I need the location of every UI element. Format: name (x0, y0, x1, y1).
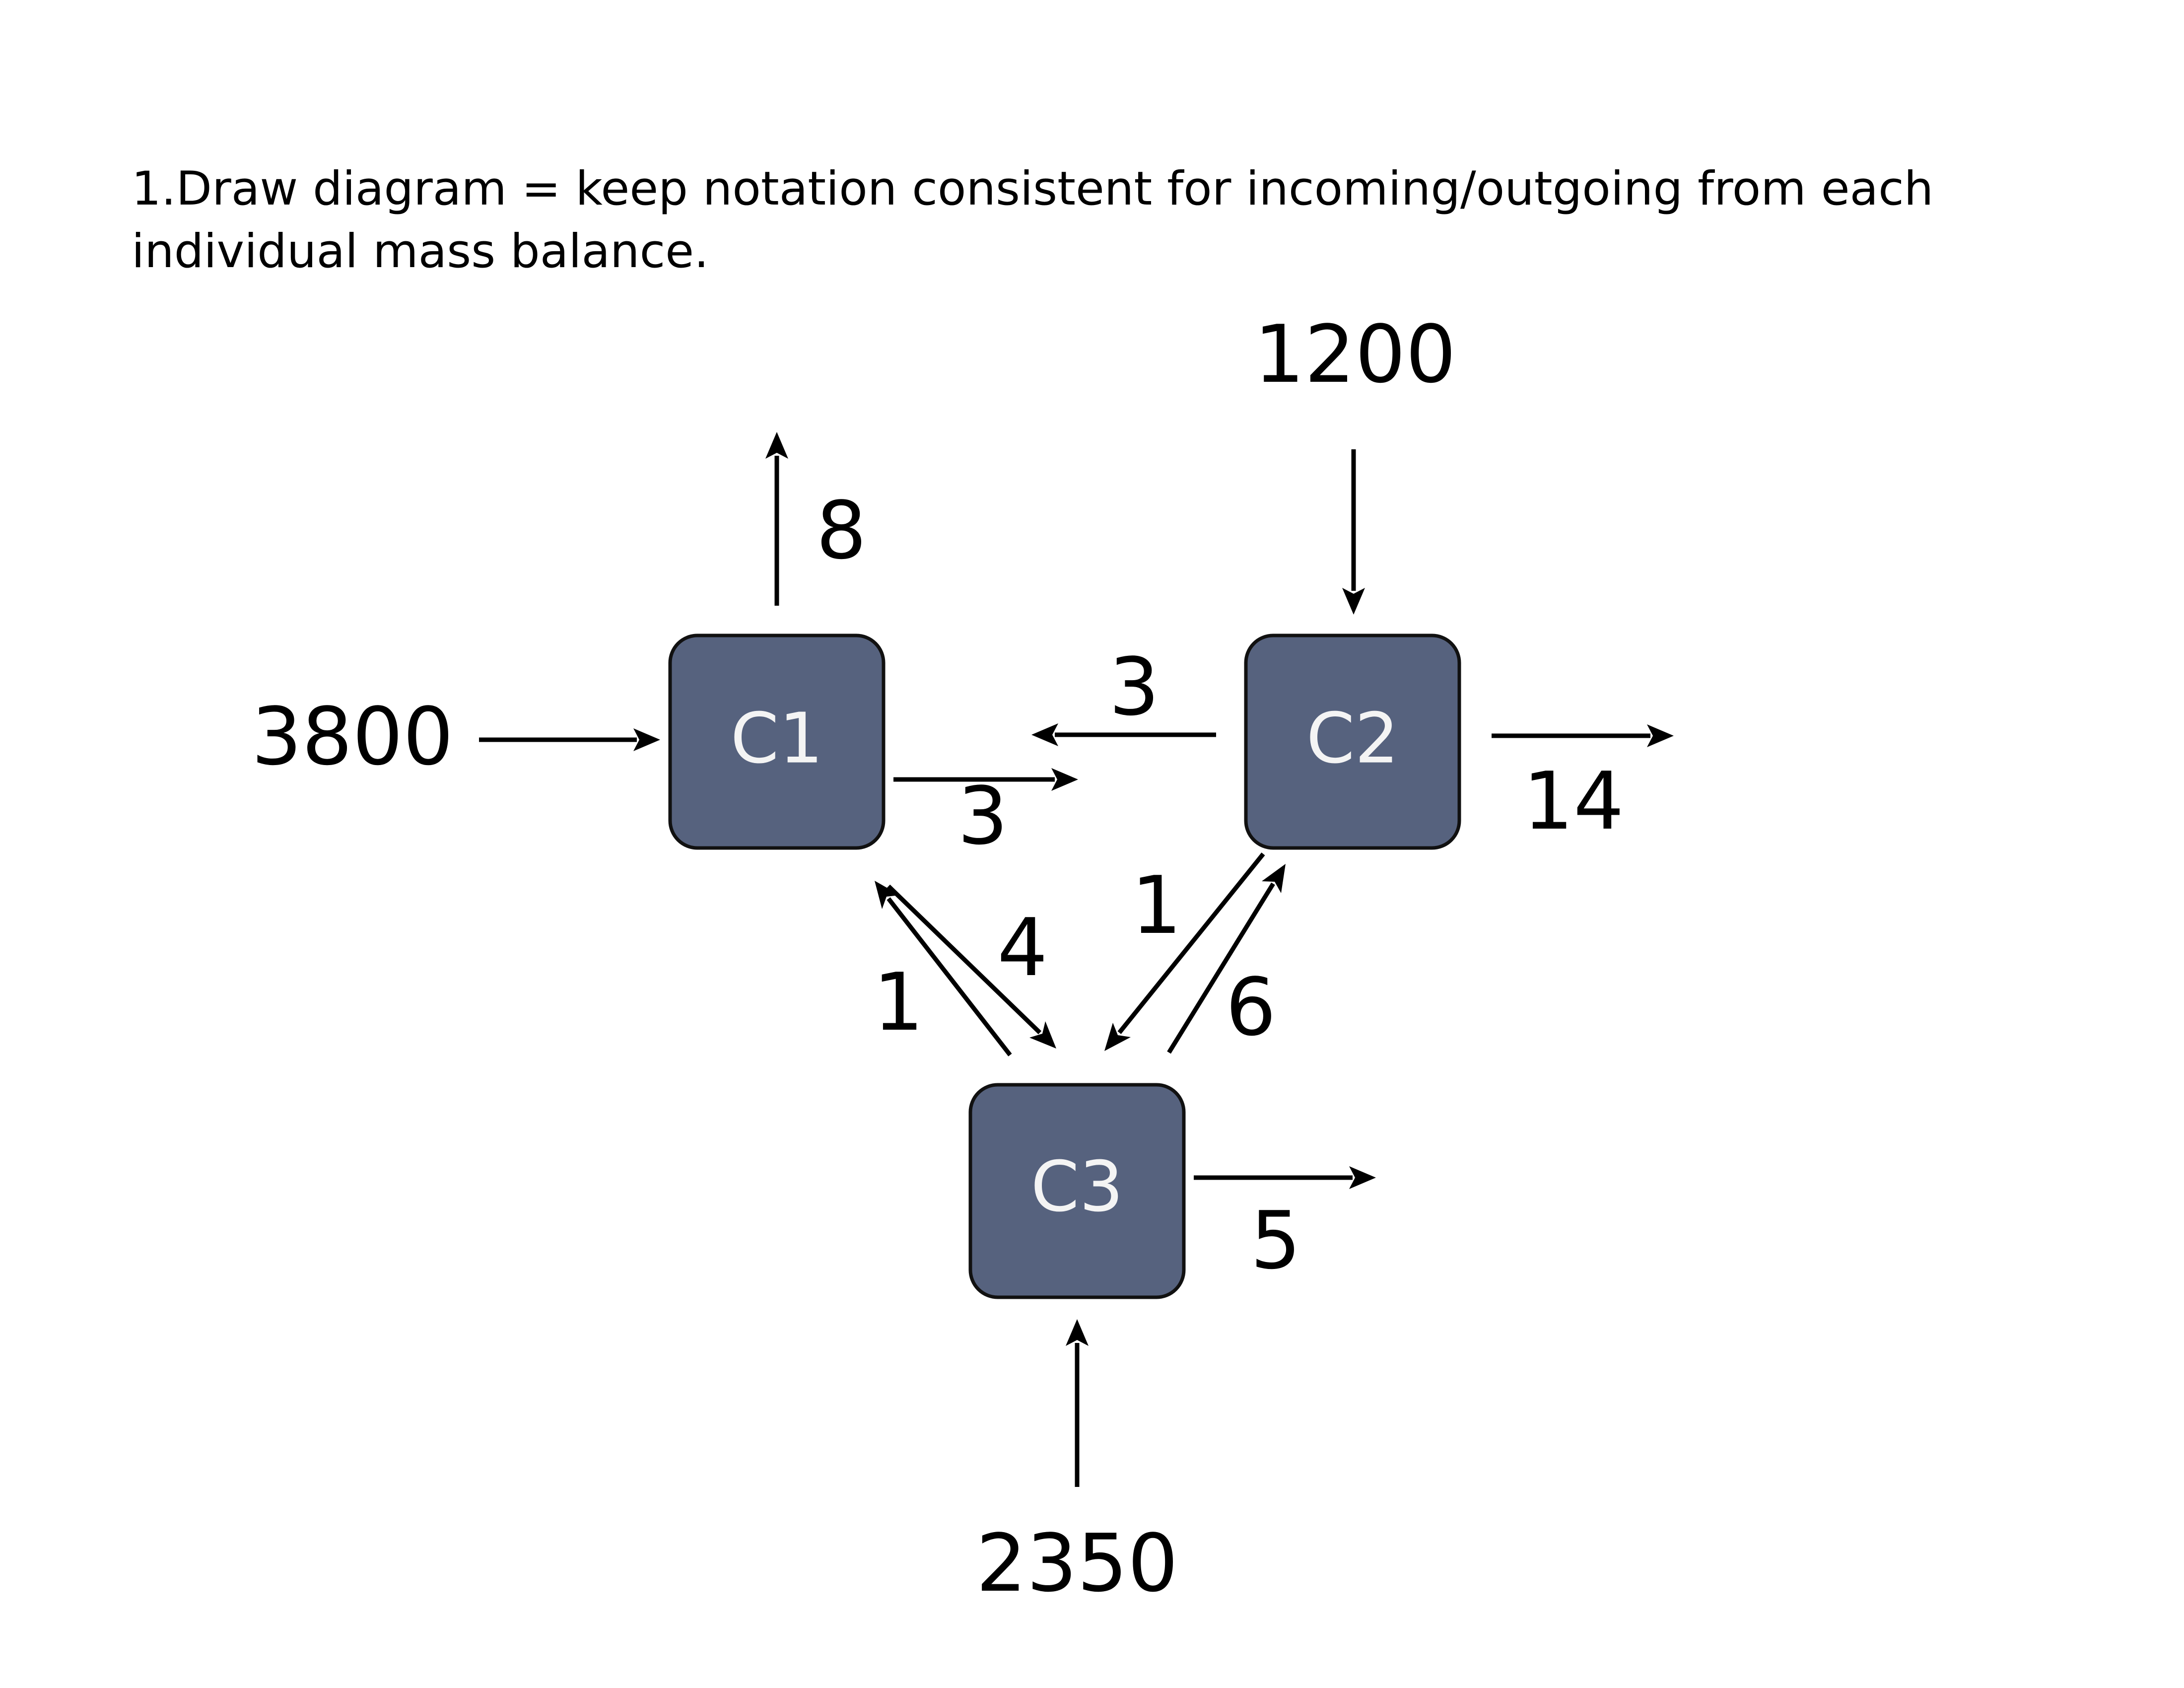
node-c3-label: C3 (1031, 1147, 1124, 1228)
flow-c2-to-c1-arrowhead (1031, 723, 1058, 746)
node-c3-box (968, 1083, 1186, 1299)
flow-c3-out-right: 5 (1194, 1166, 1376, 1287)
flow-c2-to-c3: 1 (1104, 852, 1265, 1051)
flow-c2-out-right-arrowhead (1647, 724, 1674, 747)
node-c2-label: C2 (1306, 699, 1399, 779)
flow-c3-out-right-arrowhead (1349, 1166, 1376, 1189)
flow-c1-to-c2-arrowhead (1051, 768, 1078, 791)
flow-c3-to-c2-label: 6 (1226, 961, 1276, 1054)
flow-feed-c1-arrowhead (633, 728, 660, 751)
flow-c1-out-top: 8 (765, 432, 867, 606)
flow-c3-to-c1: 1 (873, 881, 1012, 1056)
flow-c1-out-top-arrowhead (765, 432, 788, 459)
flow-c2-to-c1: 3 (1031, 640, 1216, 746)
flow-c3-out-right-label: 5 (1250, 1194, 1301, 1287)
flow-c1-to-c3-arrowhead (1029, 1021, 1056, 1049)
flow-c2-to-c1-label: 3 (1109, 640, 1160, 733)
flow-c3-to-c1-line (887, 897, 1012, 1056)
flow-c3-to-c2: 6 (1167, 864, 1286, 1054)
node-c1: C1 (668, 633, 886, 850)
flow-c2-out-right-label: 14 (1523, 755, 1624, 847)
flow-feed-c3-arrowhead (1066, 1319, 1089, 1346)
node-c3: C3 (968, 1083, 1186, 1299)
node-c1-label: C1 (731, 699, 823, 779)
flow-c1-to-c2: 3 (893, 768, 1078, 862)
flow-feed-c1-label: 3800 (251, 690, 453, 783)
flow-feed-c2-label: 1200 (1254, 308, 1456, 401)
flow-c1-to-c3-label: 4 (997, 901, 1048, 994)
flow-c1-to-c3: 4 (887, 884, 1056, 1049)
flow-feed-c2-arrowhead (1342, 588, 1365, 615)
flow-c3-to-c2-arrowhead (1262, 864, 1286, 893)
flow-feed-c1: 3800 (251, 690, 660, 783)
flow-c3-to-c1-arrowhead (875, 881, 900, 909)
flow-c2-to-c3-arrowhead (1104, 1023, 1131, 1051)
flow-c1-to-c2-label: 3 (957, 770, 1008, 862)
flow-c2-to-c3-line (1117, 852, 1265, 1034)
flow-feed-c2: 1200 (1254, 308, 1456, 615)
flow-c2-to-c3-label: 1 (1131, 859, 1182, 952)
flow-c3-to-c2-line (1167, 882, 1275, 1054)
node-c2: C2 (1244, 633, 1461, 850)
node-c1-box (668, 633, 886, 850)
flow-feed-c3-label: 2350 (976, 1517, 1178, 1610)
flow-c3-to-c1-label: 1 (873, 956, 924, 1049)
flow-c2-out-right: 14 (1492, 724, 1674, 847)
node-c2-box (1244, 633, 1461, 850)
flow-c1-out-top-label: 8 (816, 484, 867, 577)
flow-c1-to-c3-line (887, 884, 1042, 1035)
instruction-text: 1.Draw diagram = keep notation consisten… (132, 162, 1934, 279)
flow-feed-c3: 2350 (976, 1319, 1178, 1610)
